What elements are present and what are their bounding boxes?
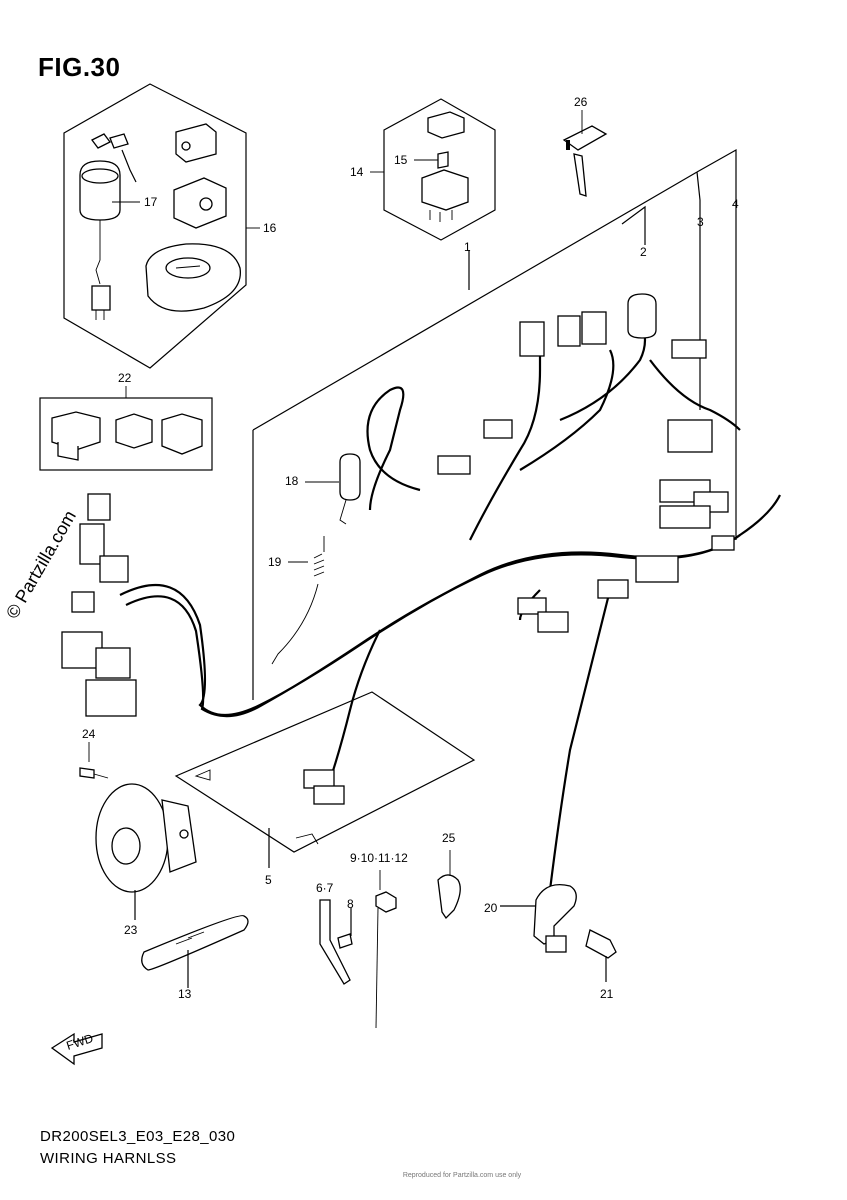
callout-8: 8 xyxy=(347,897,354,911)
callout-16: 16 xyxy=(263,221,277,235)
protector-sheet xyxy=(174,691,476,853)
callout-labels: 1 2 3 4 5 6·7 8 9·10·11·12 13 14 15 16 1… xyxy=(82,95,739,1001)
callout-20: 20 xyxy=(484,901,498,915)
callout-21: 21 xyxy=(600,987,614,1001)
fine-print: Reproduced for Partzilla.com use only xyxy=(402,1172,522,1179)
clamp xyxy=(141,914,249,988)
ignition-switch-group xyxy=(63,83,247,369)
callout-19: 19 xyxy=(268,555,282,569)
horn xyxy=(79,767,197,920)
callout-17: 17 xyxy=(144,195,158,209)
callout-15: 15 xyxy=(394,153,408,167)
small-parts xyxy=(319,850,461,1029)
callout-24: 24 xyxy=(82,727,96,741)
callout-25: 25 xyxy=(442,831,456,845)
callout-14: 14 xyxy=(350,165,364,179)
callout-23: 23 xyxy=(124,923,138,937)
figure-code: DR200SEL3_E03_E28_030 xyxy=(40,1128,236,1145)
callout-2: 2 xyxy=(640,245,647,259)
callout-18: 18 xyxy=(285,474,299,488)
key xyxy=(562,125,608,197)
callout-3: 3 xyxy=(697,215,704,229)
fwd-arrow-icon: FWD xyxy=(50,1031,103,1066)
figure-title: FIG.30 xyxy=(38,52,121,82)
callout-9-12: 9·10·11·12 xyxy=(350,851,408,865)
figure-name: WIRING HARNLSS xyxy=(40,1150,177,1167)
connector-set xyxy=(39,397,213,471)
callout-26: 26 xyxy=(574,95,588,109)
harness-connectors xyxy=(61,293,735,805)
callout-1: 1 xyxy=(464,240,471,254)
callout-22: 22 xyxy=(118,371,132,385)
callout-6-7: 6·7 xyxy=(316,881,334,895)
callout-13: 13 xyxy=(178,987,192,1001)
relay-group xyxy=(383,98,496,241)
callout-5: 5 xyxy=(265,873,272,887)
callout-4: 4 xyxy=(732,197,739,211)
sensor xyxy=(500,883,617,982)
